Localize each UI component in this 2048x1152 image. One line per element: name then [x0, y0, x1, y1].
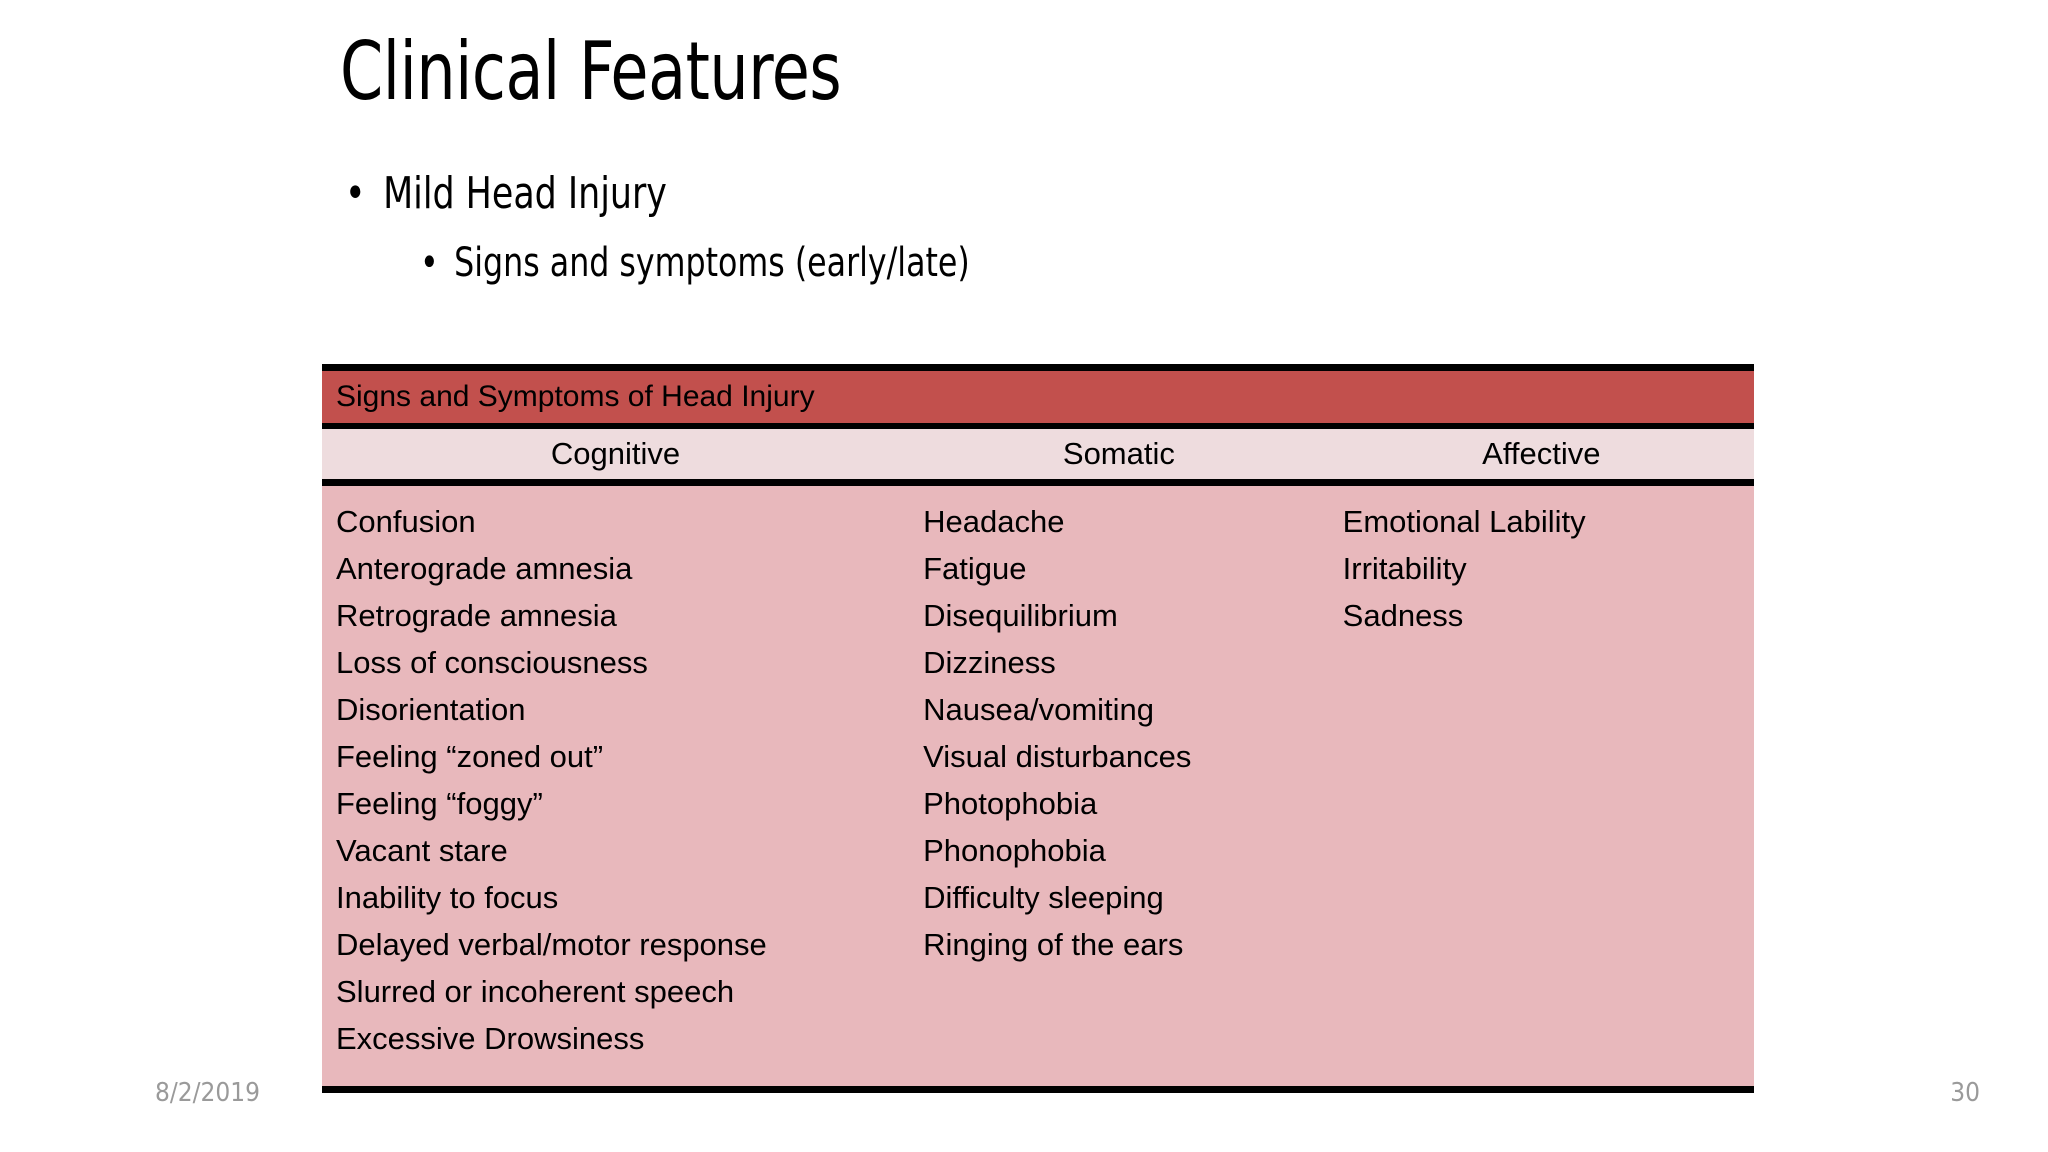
table-column-header-row: Cognitive Somatic Affective: [322, 429, 1754, 486]
bullet-level2: Signs and symptoms (early/late): [420, 240, 970, 286]
bullet-level1: Mild Head Injury: [345, 168, 667, 219]
table-cell: Disorientation: [336, 692, 526, 727]
table-cell: Fatigue: [923, 551, 1027, 586]
footer-page-number: 30: [1950, 1078, 1980, 1108]
bullet-level1-label: Mild Head Injury: [383, 168, 667, 219]
table-cell: Phonophobia: [923, 833, 1106, 868]
table-cell: Slurred or incoherent speech: [336, 974, 735, 1009]
bullet-dot-icon: [345, 168, 369, 219]
footer-date: 8/2/2019: [155, 1078, 261, 1108]
table-cell: Visual disturbances: [923, 739, 1192, 774]
bullet-level2-label: Signs and symptoms (early/late): [454, 240, 970, 286]
bullet-dot-icon: [420, 240, 442, 286]
table-cell: Excessive Drowsiness: [336, 1021, 645, 1056]
table-cell: Headache: [923, 504, 1065, 539]
table-cell: Dizziness: [923, 645, 1056, 680]
table-title: Signs and Symptoms of Head Injury: [336, 380, 815, 413]
table-cell: Sadness: [1342, 598, 1464, 633]
table-cell: Confusion: [336, 504, 476, 539]
table-title-row: Signs and Symptoms of Head Injury: [322, 371, 1754, 429]
table-cell: Feeling “zoned out”: [336, 739, 604, 774]
column-header-affective: Affective: [1482, 436, 1601, 471]
page-title: Clinical Features: [340, 25, 842, 118]
table-cell: Vacant stare: [336, 833, 508, 868]
table-cell: Feeling “foggy”: [336, 786, 543, 821]
table-cell: Disequilibrium: [923, 598, 1118, 633]
table-cell: Retrograde amnesia: [336, 598, 617, 633]
table-cell: Photophobia: [923, 786, 1098, 821]
table-cell: Irritability: [1342, 551, 1467, 586]
table-cell: Delayed verbal/motor response: [336, 927, 767, 962]
table-cell: Inability to focus: [336, 880, 559, 915]
table-cell: Difficulty sleeping: [923, 880, 1164, 915]
table-cell: Emotional Lability: [1342, 504, 1586, 539]
table-cell: Anterograde amnesia: [336, 551, 633, 586]
column-header-cognitive: Cognitive: [550, 436, 681, 471]
table-cell: Loss of consciousness: [336, 645, 648, 680]
table-cell: Ringing of the ears: [923, 927, 1184, 962]
column-header-somatic: Somatic: [1062, 436, 1175, 471]
table-cell: Nausea/vomiting: [923, 692, 1155, 727]
symptom-table: Signs and Symptoms of Head Injury Cognit…: [322, 364, 1754, 1093]
